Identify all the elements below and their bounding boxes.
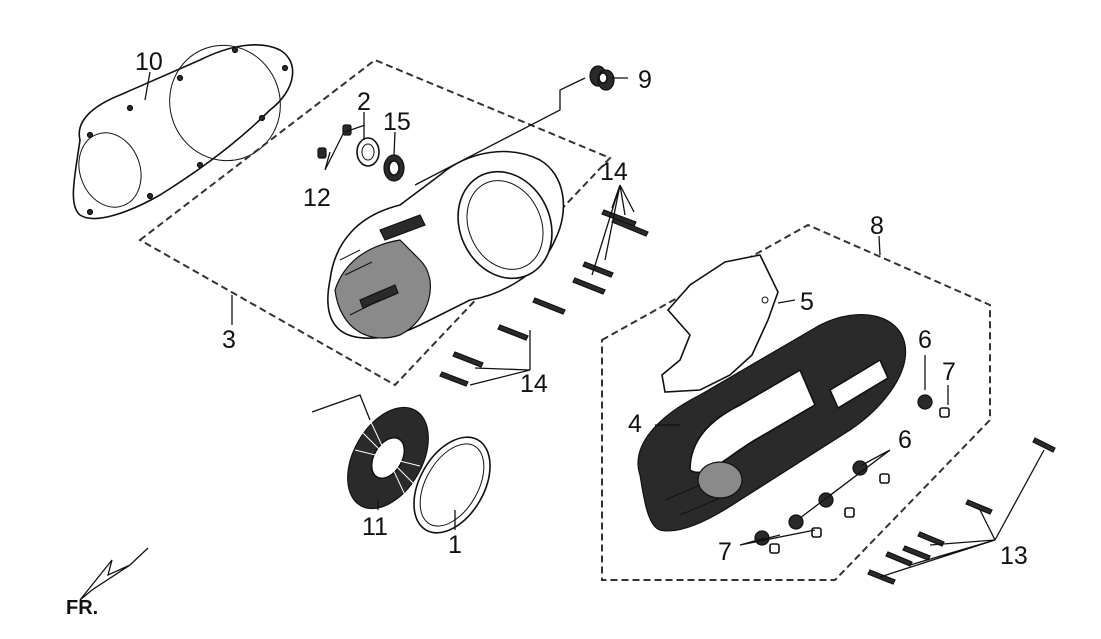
left-crankcase-cover <box>327 150 565 339</box>
front-direction-arrow-icon <box>79 547 149 601</box>
label-part-11: 11 <box>362 513 388 541</box>
label-part-15: 15 <box>383 108 411 136</box>
label-part-3: 3 <box>222 326 236 354</box>
oil-seal-part-2 <box>356 137 380 167</box>
label-part-6-upper: 6 <box>918 326 932 354</box>
label-part-4: 4 <box>628 410 642 438</box>
label-part-8: 8 <box>870 212 884 240</box>
label-part-12: 12 <box>303 184 331 212</box>
leader-lines <box>144 71 1045 578</box>
grommet-part-9 <box>589 65 615 91</box>
label-part-14-lower: 14 <box>520 370 548 398</box>
gasket-part-5 <box>661 254 779 393</box>
label-part-10: 10 <box>135 48 163 76</box>
label-part-9: 9 <box>638 66 652 94</box>
label-part-2: 2 <box>357 88 371 116</box>
assembly-boundary-3 <box>138 58 612 387</box>
dowel-pins-part-12 <box>317 124 352 159</box>
nuts-part-6 <box>754 394 933 546</box>
outer-cover-part-4 <box>637 314 907 532</box>
front-marker-label: FR. <box>66 597 98 619</box>
bearing-part-15 <box>383 154 405 182</box>
label-part-13: 13 <box>1000 542 1028 570</box>
label-part-6-lower: 6 <box>898 426 912 454</box>
label-part-5: 5 <box>800 288 814 316</box>
label-part-1: 1 <box>448 531 462 559</box>
label-part-7-lower: 7 <box>718 538 732 566</box>
gasket-part-10 <box>72 44 294 220</box>
plate-part-11 <box>347 406 429 510</box>
label-part-7-upper: 7 <box>942 358 956 386</box>
label-part-14-upper: 14 <box>600 158 628 186</box>
filter-element-part-1 <box>413 436 491 534</box>
assembly-boundary-8 <box>601 223 991 581</box>
